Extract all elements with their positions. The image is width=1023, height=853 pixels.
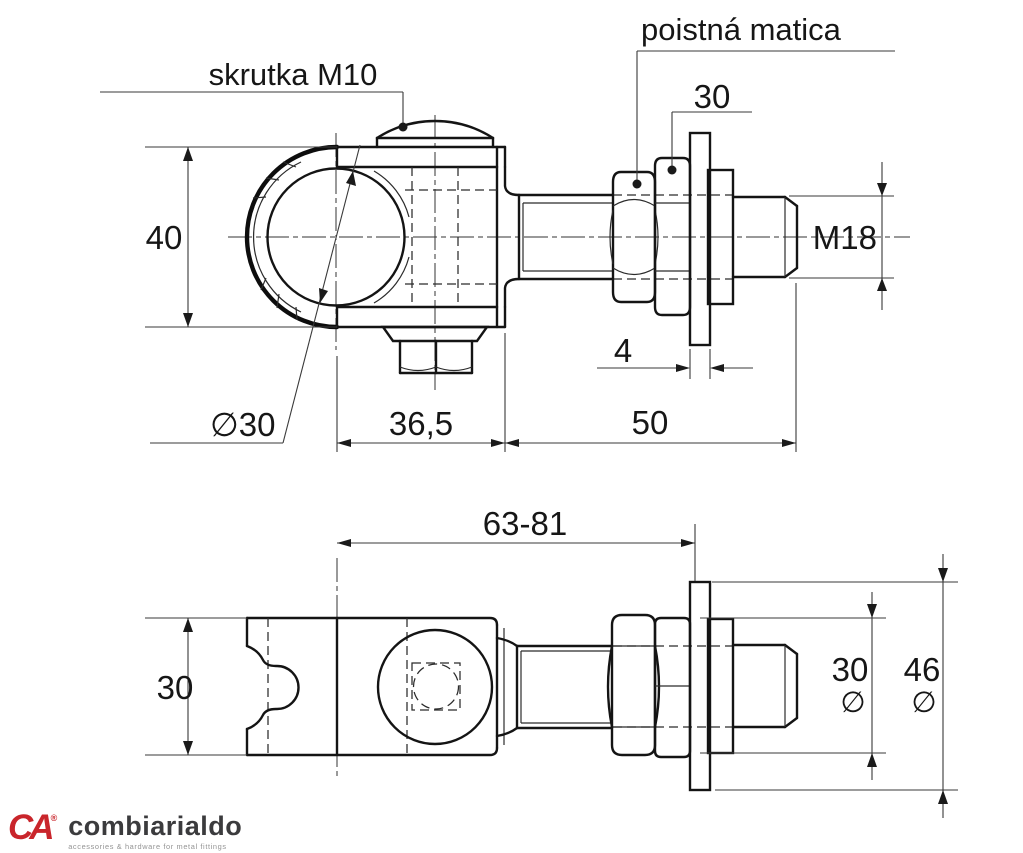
plan-view: 63-81 30 30 ∅ 46 ∅ bbox=[145, 505, 958, 818]
brand-name: combiarialdo bbox=[68, 811, 243, 841]
nut-width-label: 30 bbox=[694, 78, 731, 115]
hinge-ring bbox=[244, 144, 410, 330]
dim-30-nut: 30 ∅ bbox=[700, 592, 886, 780]
centerlines-front bbox=[228, 115, 910, 390]
label-screw-leader: skrutka M10 bbox=[100, 57, 408, 132]
brand-tagline: accessories & hardware for metal fitting… bbox=[68, 842, 227, 851]
mount-slot bbox=[245, 644, 300, 731]
label-nut-width-leader: 30 bbox=[667, 78, 752, 175]
logo-wordmark-block: combiarialdo accessories & hardware for … bbox=[68, 811, 243, 852]
thread-plan bbox=[731, 643, 799, 729]
dim-4: 4 bbox=[597, 332, 753, 379]
nut-diameter-symbol: ∅ bbox=[840, 687, 865, 719]
hole-diameter-text: ∅30 bbox=[210, 406, 275, 443]
washer-front bbox=[688, 131, 735, 347]
plate-body bbox=[245, 616, 519, 757]
label-lock-nut-leader: poistná matica bbox=[632, 12, 895, 189]
washer-diameter-symbol: ∅ bbox=[911, 687, 936, 719]
dim-50: 50 bbox=[505, 283, 797, 452]
dim-30-nut-text: 30 bbox=[832, 651, 869, 688]
leader-hole-diameter: ∅30 bbox=[150, 144, 361, 444]
dim-63-81: 63-81 bbox=[337, 505, 696, 581]
dim-30-plate: 30 bbox=[145, 617, 247, 756]
threaded-rod bbox=[517, 193, 733, 281]
m10-nut bbox=[380, 325, 490, 375]
brand-logo: CA® combiarialdo accessories & hardware … bbox=[8, 810, 243, 852]
screw-label: skrutka M10 bbox=[209, 57, 378, 92]
lock-nut-label: poistná matica bbox=[641, 12, 842, 47]
dim-4-text: 4 bbox=[614, 332, 632, 369]
dim-63-81-text: 63-81 bbox=[483, 505, 567, 542]
hole-30-circle bbox=[266, 167, 406, 307]
logo-ca-monogram: CA® bbox=[8, 810, 58, 845]
dim-m18: M18 bbox=[789, 162, 894, 310]
dim-50-text: 50 bbox=[632, 404, 669, 441]
registered-mark: ® bbox=[50, 813, 58, 823]
dim-46-washer: 46 ∅ bbox=[712, 554, 958, 818]
dim-40-text: 40 bbox=[146, 219, 183, 256]
front-view: skrutka M10 poistná matica 30 40 bbox=[100, 12, 910, 452]
dome-circle-plan bbox=[376, 628, 494, 746]
dim-36-5-text: 36,5 bbox=[389, 405, 453, 442]
dim-40: 40 bbox=[145, 146, 337, 328]
dim-30-plate-text: 30 bbox=[157, 669, 194, 706]
logo-ca-text: CA bbox=[8, 808, 55, 847]
dim-46-washer-text: 46 bbox=[904, 651, 941, 688]
thread-end-front bbox=[731, 195, 799, 279]
dim-m18-text: M18 bbox=[813, 219, 877, 256]
dome-screw-head bbox=[375, 119, 495, 149]
washer-plan bbox=[688, 580, 735, 792]
rod-plan bbox=[515, 644, 733, 730]
dim-36-5: 36,5 bbox=[336, 333, 506, 452]
nuts-plan bbox=[606, 613, 692, 759]
